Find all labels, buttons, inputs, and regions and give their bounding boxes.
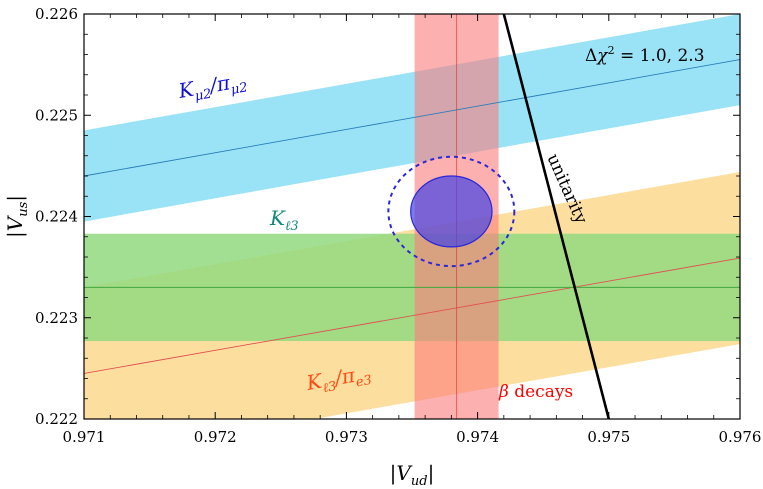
y-tick-label-4: 0.226: [35, 5, 78, 23]
y-tick-label-1: 0.223: [35, 309, 78, 327]
x-tick-label-5: 0.976: [719, 428, 762, 446]
x-tick-label-4: 0.975: [587, 428, 630, 446]
label-kl3: Kℓ3: [269, 206, 299, 234]
x-tick-label-1: 0.972: [194, 428, 237, 446]
y-axis-title: |Vus|: [3, 195, 31, 238]
y-tick-label-0: 0.222: [35, 410, 78, 428]
x-tick-label-0: 0.971: [63, 428, 106, 446]
x-axis-title: |Vud|: [390, 461, 435, 489]
unitarity-line: [502, 14, 611, 419]
label-beta-decays: β decays: [498, 382, 573, 402]
y-tick-label-3: 0.225: [35, 106, 78, 124]
x-tick-label-2: 0.973: [325, 428, 368, 446]
bands-layer: [84, 14, 740, 419]
ticks-layer: 0.971 0.972 0.973 0.974 0.975 0.976 0.222 0.223…: [35, 5, 761, 446]
overlay-layer: [387, 14, 611, 419]
fit-ellipse-outer: [387, 155, 516, 268]
kmu2-central-line: [84, 59, 740, 177]
label-kmu2-pimu2: Kμ2/πμ2: [176, 67, 249, 107]
label-delta-chi2: Δχ2 = 1.0, 2.3: [585, 44, 705, 66]
fit-ellipse-inner: [410, 175, 493, 248]
x-tick-label-3: 0.974: [456, 428, 499, 446]
y-tick-label-2: 0.224: [35, 208, 78, 226]
kl3-pie3-central-line: [84, 257, 740, 374]
